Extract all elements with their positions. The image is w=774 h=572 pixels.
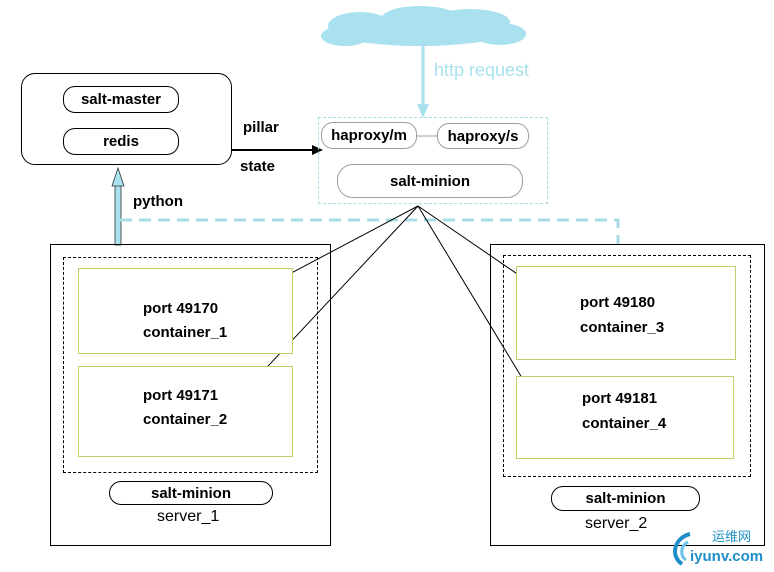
server-2-minion-box: salt-minion: [551, 486, 700, 511]
haproxy-group: haproxy/m haproxy/s salt-minion: [318, 117, 548, 204]
watermark-site: iyunv.com: [690, 548, 764, 565]
server-2-minion-label: salt-minion: [585, 490, 666, 507]
server-1-minion-box: salt-minion: [109, 481, 273, 505]
server-link-dashed: [120, 218, 620, 245]
watermark-cn: 运维网: [712, 530, 752, 545]
watermark: 运维网 iyunv.com: [668, 526, 772, 570]
container-2: port 49171 container_2: [78, 366, 293, 457]
http-request-label: http request: [434, 60, 530, 80]
server-1-container-group: port 49170 container_1 port 49171 contai…: [63, 257, 318, 473]
haproxy-slave-box: haproxy/s: [437, 123, 529, 149]
container-3-port: port 49180: [580, 294, 656, 311]
haproxy-master-label: haproxy/m: [331, 127, 407, 144]
container-1: port 49170 container_1: [78, 268, 293, 354]
haproxy-minion-label: salt-minion: [389, 172, 470, 190]
haproxy-minion-box: salt-minion: [337, 164, 523, 198]
container-4: port 49181 container_4: [516, 376, 734, 459]
state-label: state: [240, 158, 276, 175]
http-arrow-head: [417, 104, 429, 118]
python-label: python: [133, 193, 183, 210]
watermark-swoosh-icon: [673, 532, 691, 566]
server-2: port 49180 container_3 port 49181 contai…: [490, 244, 765, 546]
server-1-name: server_1: [157, 508, 220, 525]
container-3-name: container_3: [580, 319, 665, 336]
container-2-name: container_2: [143, 411, 228, 428]
container-4-port: port 49181: [582, 390, 658, 407]
python-arrow-shaft: [114, 181, 122, 246]
server-2-container-group: port 49180 container_3 port 49181 contai…: [503, 255, 751, 477]
container-1-name: container_1: [143, 324, 228, 341]
server-1: port 49170 container_1 port 49171 contai…: [50, 244, 331, 546]
container-3: port 49180 container_3: [516, 266, 736, 360]
container-1-port: port 49170: [143, 300, 219, 317]
master-node: salt-master redis: [21, 73, 232, 165]
internet-cloud-icon: [321, 6, 526, 46]
container-4-name: container_4: [582, 415, 667, 432]
server-1-minion-label: salt-minion: [150, 484, 231, 502]
redis-label: redis: [103, 133, 139, 150]
salt-master-box: salt-master: [63, 86, 179, 113]
haproxy-slave-label: haproxy/s: [447, 127, 519, 145]
redis-box: redis: [63, 128, 179, 155]
pillar-label: pillar: [243, 119, 279, 136]
python-arrow-head: [111, 166, 125, 187]
server-2-name: server_2: [585, 515, 648, 532]
container-2-port: port 49171: [143, 387, 219, 404]
haproxy-master-box: haproxy/m: [321, 122, 417, 149]
salt-master-label: salt-master: [80, 91, 162, 108]
